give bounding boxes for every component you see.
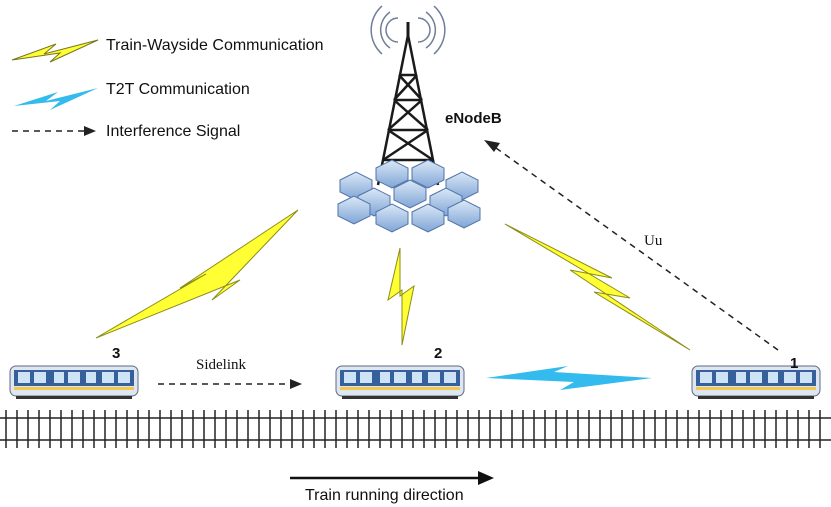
direction-label: Train running direction [305, 487, 464, 504]
enodeb-label: eNodeB [445, 110, 502, 127]
sidelink-label: Sidelink [196, 357, 247, 373]
antenna-waves-icon [370, 5, 446, 55]
legend-interference-label: Interference Signal [106, 123, 241, 140]
legend-t2t-bolt-icon [14, 88, 98, 110]
sidelink-arrow [158, 379, 302, 389]
train-1 [691, 365, 821, 400]
train-2 [335, 365, 465, 400]
uu-label: Uu [644, 233, 663, 249]
cell-cluster-icon [337, 159, 481, 233]
legend-wayside-bolt-icon [11, 39, 99, 63]
train-3-number: 3 [112, 345, 121, 362]
train-3 [9, 365, 139, 400]
railway-track [0, 410, 831, 448]
wayside-bolt-left [95, 209, 299, 339]
direction-arrow [290, 471, 494, 485]
legend-train-wayside-label: Train-Wayside Communication [106, 37, 324, 54]
t2t-bolt [486, 366, 652, 390]
wayside-bolt-middle [387, 247, 415, 346]
wayside-bolt-right [504, 223, 691, 351]
uu-interference-arrow [484, 140, 779, 351]
tower-icon [376, 22, 440, 186]
legend-interference-arrow-icon [12, 126, 96, 136]
train-2-number: 2 [434, 345, 443, 362]
train-1-number: 1 [790, 355, 799, 372]
legend-t2t-label: T2T Communication [106, 81, 250, 98]
